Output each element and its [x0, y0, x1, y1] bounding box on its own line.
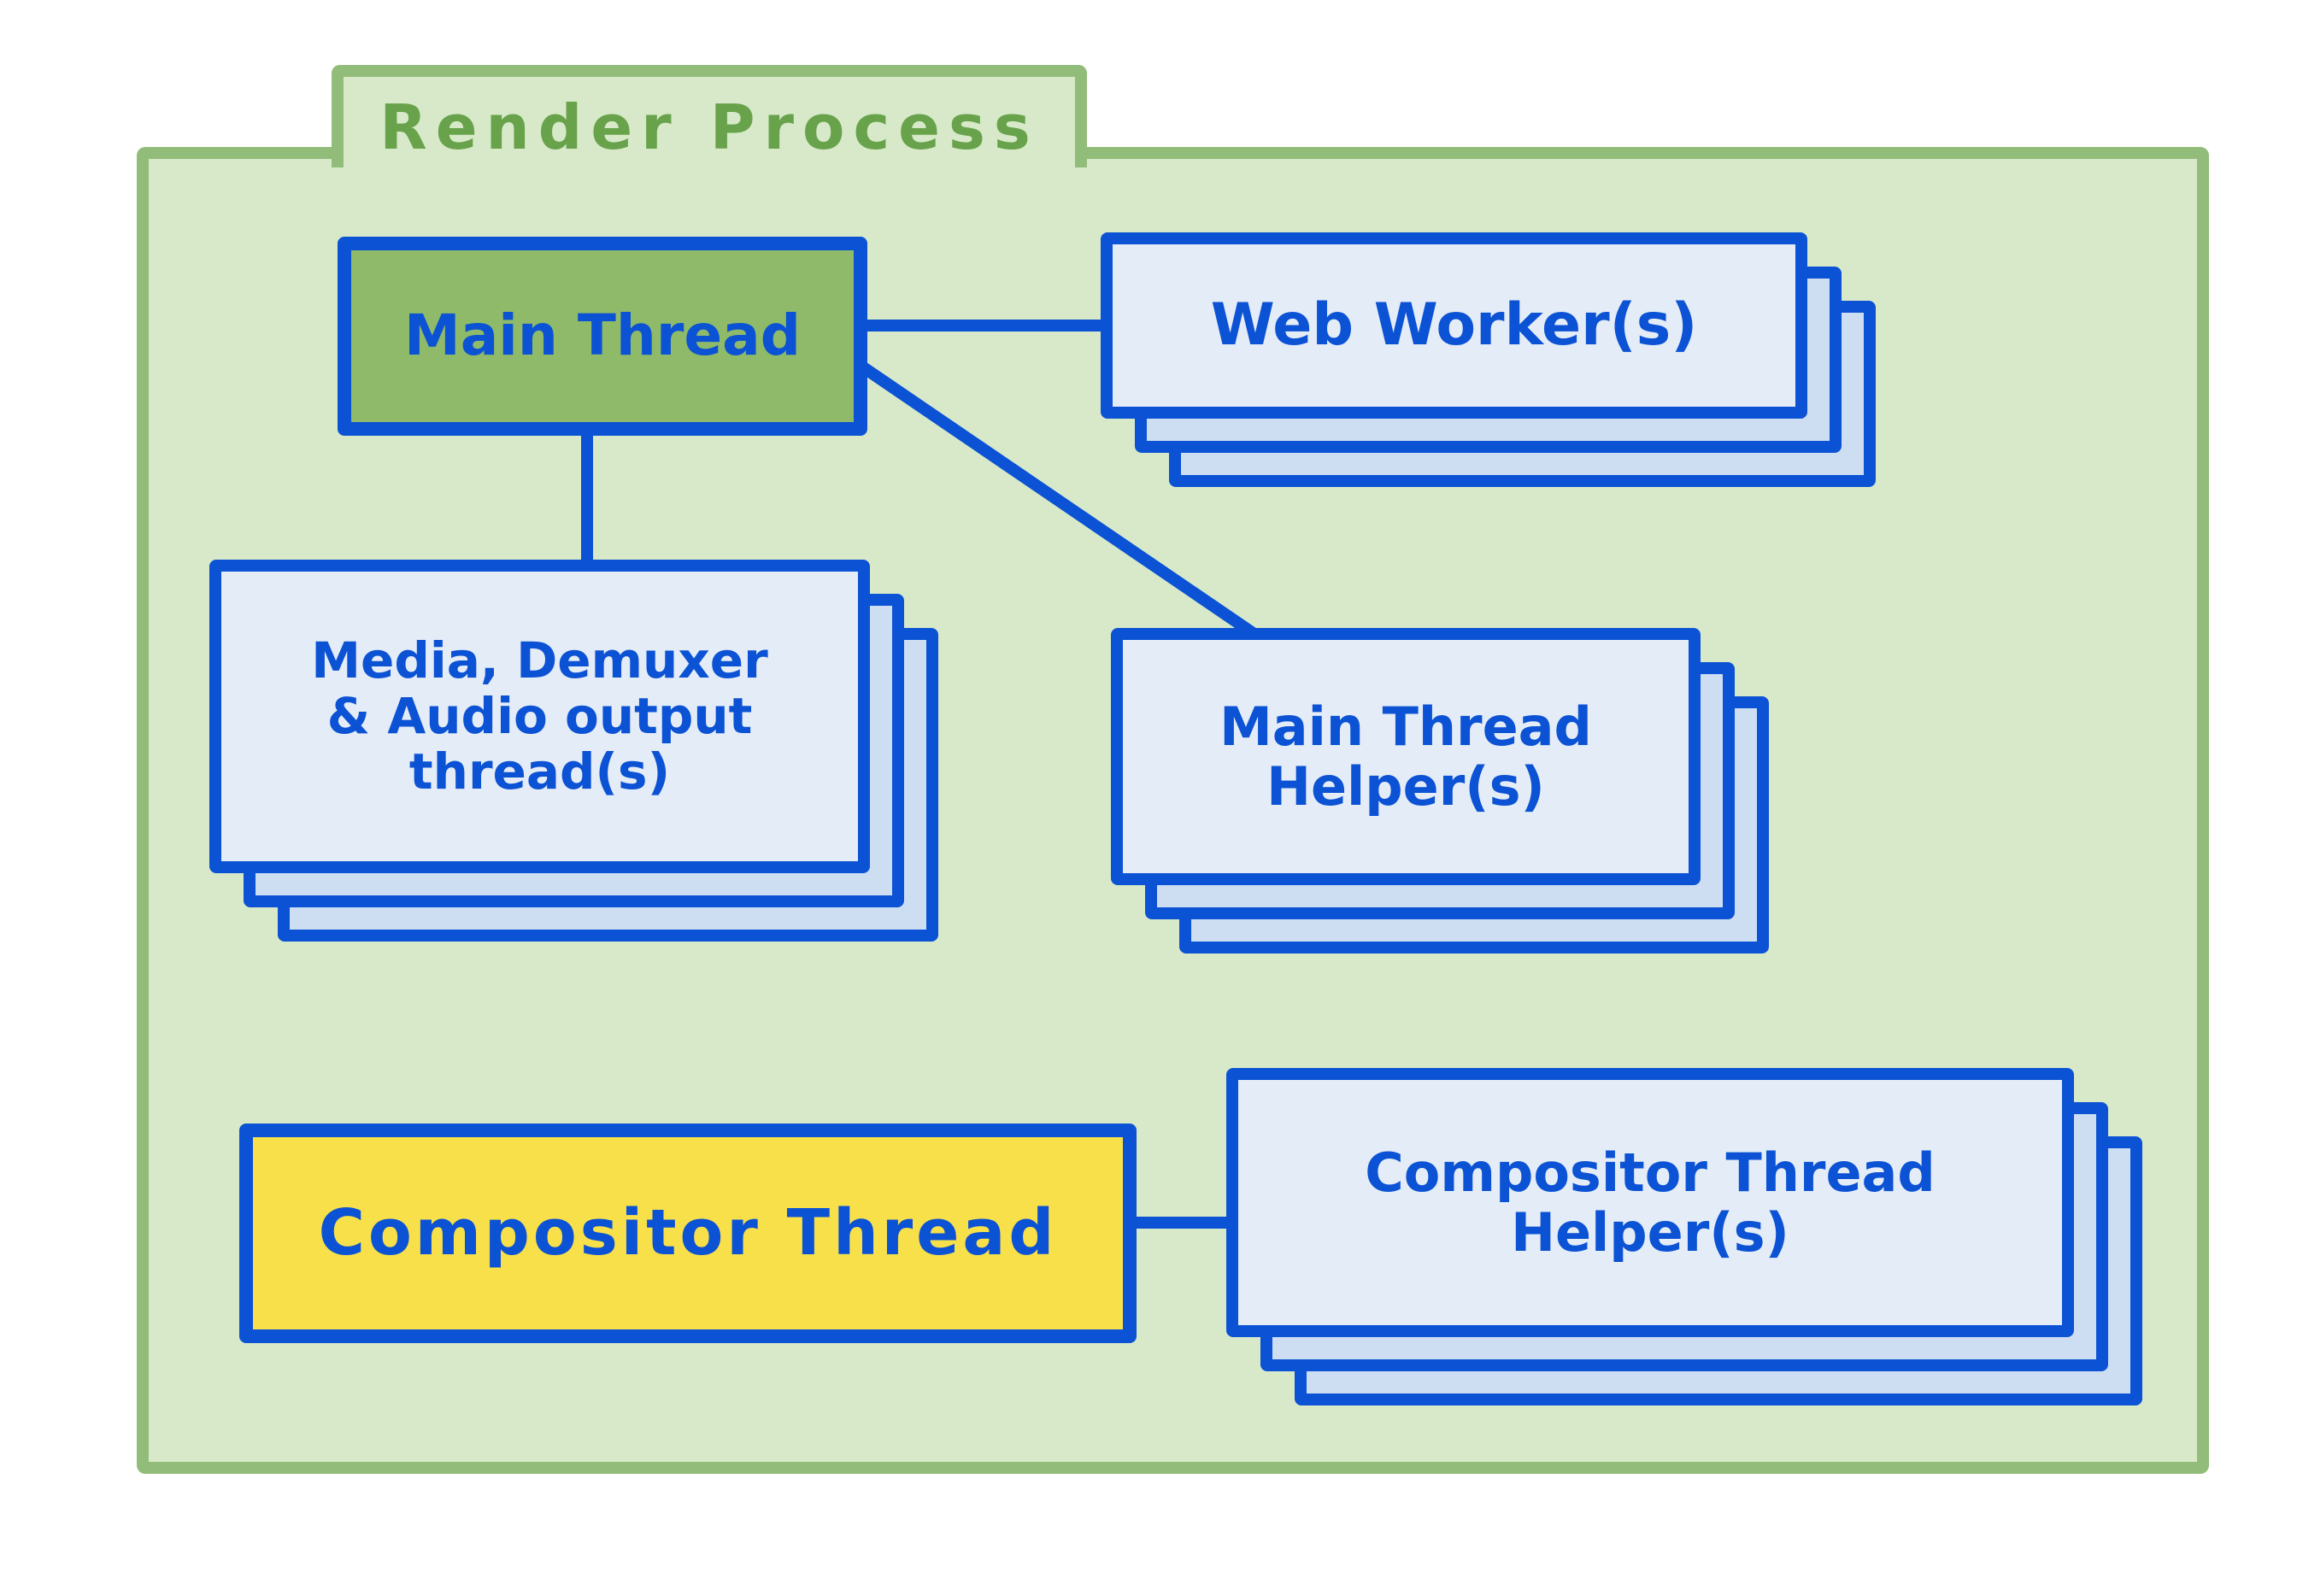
node-compositor-thread-helpers: Compositor Thread Helper(s) — [1226, 1068, 2142, 1405]
main-thread-helpers-line-1: Main Thread — [1219, 695, 1592, 759]
node-compositor-thread-label: Compositor Thread — [318, 1195, 1058, 1270]
render-process-tab: Render Process — [332, 65, 1087, 167]
edge-compositor-thread-to-helpers — [1128, 1217, 1239, 1229]
node-media-threads: Media, Demuxer & Audio output thread(s) — [209, 560, 938, 942]
compositor-thread-helpers-line-2: Helper(s) — [1511, 1200, 1789, 1264]
main-thread-helpers-line-2: Helper(s) — [1266, 754, 1545, 818]
node-main-thread: Main Thread — [338, 237, 867, 436]
compositor-thread-helpers-line-1: Compositor Thread — [1365, 1141, 1936, 1205]
media-threads-line-2: & Audio output — [326, 687, 753, 746]
node-compositor-thread: Compositor Thread — [239, 1124, 1137, 1343]
web-workers-card-front: Web Worker(s) — [1101, 232, 1807, 419]
media-threads-card-front: Media, Demuxer & Audio output thread(s) — [209, 560, 870, 873]
main-thread-helpers-card-front: Main Thread Helper(s) — [1111, 628, 1701, 885]
node-main-thread-label: Main Thread — [404, 302, 801, 369]
page-title: Render Process — [379, 91, 1039, 163]
media-threads-line-1: Media, Demuxer — [311, 631, 768, 690]
media-threads-line-3: thread(s) — [408, 742, 671, 801]
compositor-thread-helpers-card-front: Compositor Thread Helper(s) — [1226, 1068, 2074, 1337]
edge-main-thread-to-web-workers — [859, 320, 1111, 332]
node-web-workers-label: Web Worker(s) — [1210, 290, 1698, 359]
node-main-thread-helpers: Main Thread Helper(s) — [1111, 628, 1769, 953]
node-web-workers: Web Worker(s) — [1101, 232, 1876, 487]
edge-main-thread-to-media-threads — [581, 427, 593, 572]
